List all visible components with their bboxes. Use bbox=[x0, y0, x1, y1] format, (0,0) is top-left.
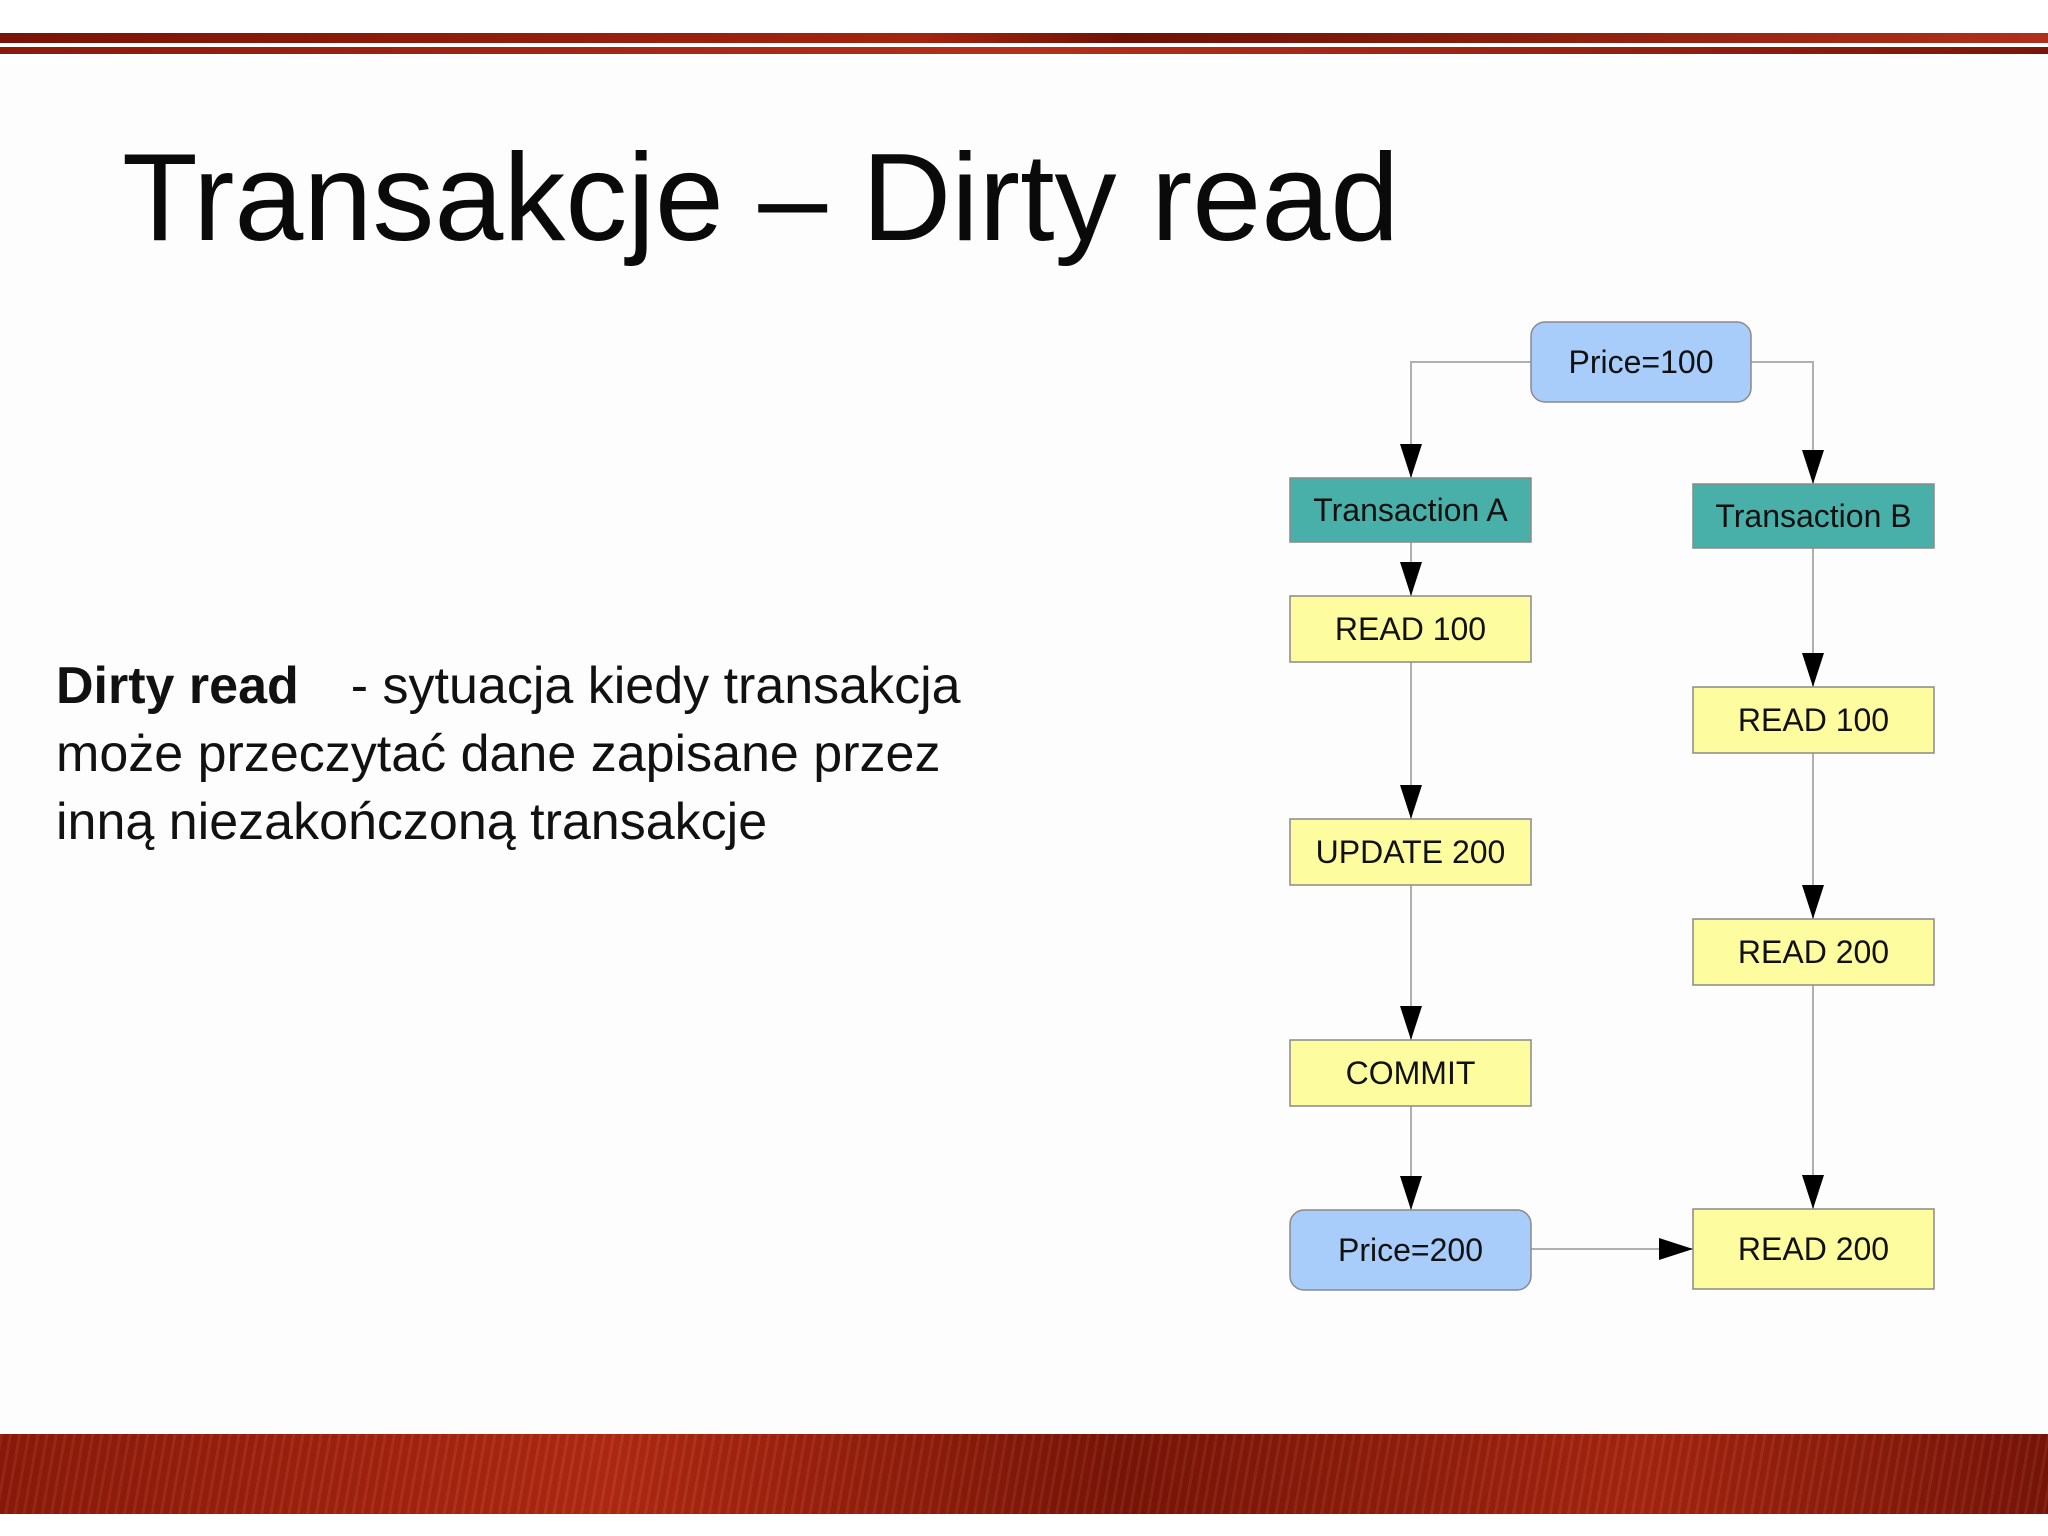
edge-a-read-100-to-a-update-200 bbox=[1400, 662, 1422, 819]
node-label: READ 100 bbox=[1335, 611, 1486, 647]
operation-box bbox=[1289, 1039, 1532, 1107]
node-label: READ 200 bbox=[1738, 1231, 1889, 1267]
arrowhead bbox=[1400, 444, 1422, 478]
node-b-read-200-second: READ 200 bbox=[1692, 1208, 1935, 1290]
arrowhead bbox=[1400, 1006, 1422, 1040]
edge-price-start-to-transaction-b bbox=[1751, 361, 1824, 484]
arrowhead bbox=[1400, 562, 1422, 596]
definition-line-3: inną niezakończoną transakcje bbox=[56, 793, 768, 851]
edge-price-start-to-transaction-a bbox=[1400, 361, 1531, 478]
node-b-read-100: READ 100 bbox=[1692, 686, 1935, 754]
edge-transaction-a-to-a-read-100 bbox=[1400, 542, 1422, 596]
transaction-box bbox=[1692, 483, 1935, 549]
bottom-decor-band bbox=[0, 1434, 2048, 1514]
connector-line bbox=[1751, 361, 1814, 484]
definition-line-1: Dirty read - sytuacja kiedy transakcja bbox=[56, 652, 1136, 720]
operation-box bbox=[1692, 686, 1935, 754]
edge-layer bbox=[1400, 361, 1824, 1260]
operation-box bbox=[1289, 595, 1532, 663]
connector-line bbox=[1410, 361, 1531, 478]
arrowhead bbox=[1802, 450, 1824, 484]
operation-box bbox=[1289, 818, 1532, 886]
arrowhead bbox=[1802, 653, 1824, 687]
defined-term: Dirty read bbox=[56, 657, 299, 715]
node-a-commit: COMMIT bbox=[1289, 1039, 1532, 1107]
operation-box bbox=[1692, 1208, 1935, 1290]
arrowhead bbox=[1400, 785, 1422, 819]
node-label: Transaction A bbox=[1313, 492, 1508, 528]
node-transaction-b: Transaction B bbox=[1692, 483, 1935, 549]
node-label: UPDATE 200 bbox=[1316, 834, 1506, 870]
definition-text: Dirty read - sytuacja kiedy transakcja mo… bbox=[56, 652, 1136, 856]
node-price-start: Price=100 bbox=[1530, 321, 1752, 403]
node-a-update-200: UPDATE 200 bbox=[1289, 818, 1532, 886]
state-box bbox=[1289, 1209, 1532, 1291]
node-label: Transaction B bbox=[1715, 498, 1911, 534]
node-b-read-200-first: READ 200 bbox=[1692, 918, 1935, 986]
definition-part-1: - sytuacja kiedy transakcja bbox=[350, 657, 961, 715]
node-label: READ 100 bbox=[1738, 702, 1889, 738]
slide-title: Transakcje – Dirty read bbox=[122, 129, 1400, 267]
arrowhead bbox=[1400, 1176, 1422, 1210]
arrowhead bbox=[1802, 885, 1824, 919]
top-decor-line bbox=[0, 47, 2048, 54]
node-label: Price=200 bbox=[1338, 1232, 1483, 1268]
definition-line-2: może przeczytać dane zapisane przez bbox=[56, 725, 941, 783]
node-label: COMMIT bbox=[1346, 1055, 1476, 1091]
node-transaction-a: Transaction A bbox=[1289, 477, 1532, 543]
edge-b-read-100-to-b-read-200-first bbox=[1802, 753, 1824, 919]
operation-box bbox=[1692, 918, 1935, 986]
edge-a-commit-to-price-end bbox=[1400, 1106, 1422, 1210]
state-box bbox=[1530, 321, 1752, 403]
node-label: Price=100 bbox=[1569, 344, 1714, 380]
node-label: READ 200 bbox=[1738, 934, 1889, 970]
bottom-margin bbox=[0, 1514, 2048, 1536]
arrowhead bbox=[1802, 1175, 1824, 1209]
arrowhead bbox=[1659, 1238, 1693, 1260]
edge-b-read-200-first-to-b-read-200-second bbox=[1802, 985, 1824, 1209]
node-price-end: Price=200 bbox=[1289, 1209, 1532, 1291]
top-decor-line bbox=[0, 33, 2048, 43]
node-a-read-100: READ 100 bbox=[1289, 595, 1532, 663]
transaction-box bbox=[1289, 477, 1532, 543]
edge-a-update-200-to-a-commit bbox=[1400, 885, 1422, 1040]
edge-transaction-b-to-b-read-100 bbox=[1802, 548, 1824, 687]
edge-price-end-to-b-read-200-second bbox=[1531, 1238, 1693, 1260]
